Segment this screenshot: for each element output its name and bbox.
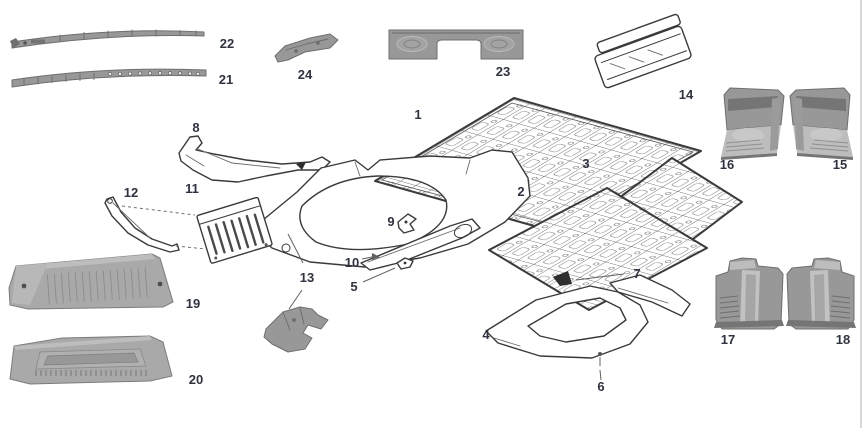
part-13-bracket-drawing <box>263 306 329 353</box>
part-label-1: 1 <box>414 107 421 122</box>
dashed-line-12-to-11-top <box>121 205 196 216</box>
part-18-wheel-pan-drawing <box>785 257 857 330</box>
leader-lines <box>287 233 625 310</box>
part-16-toe-board-drawing <box>720 87 785 161</box>
part-6-bolt-drawing <box>598 352 602 381</box>
part-label-17: 17 <box>721 332 735 347</box>
part-label-24: 24 <box>298 67 313 82</box>
part-19-panel-drawing <box>8 253 174 310</box>
part-label-2: 2 <box>517 184 524 199</box>
part-label-10: 10 <box>345 255 359 270</box>
part-label-8: 8 <box>192 120 199 135</box>
part-5-clip-drawing <box>396 257 414 270</box>
part-11-valance-drawing <box>196 196 273 264</box>
part-label-7: 7 <box>633 266 640 281</box>
part-17-wheel-pan-drawing <box>713 257 785 330</box>
part-label-21: 21 <box>219 72 233 87</box>
part-10-rail-drawing <box>360 218 481 271</box>
dashed-line-12-to-11-bottom <box>175 245 207 250</box>
part-label-23: 23 <box>496 64 510 79</box>
part-label-15: 15 <box>833 157 847 172</box>
part-15-toe-board-drawing <box>789 87 854 161</box>
part-8-bracket-drawing <box>178 135 331 183</box>
part-label-12: 12 <box>124 185 138 200</box>
part-4-floor-frame-drawing <box>485 274 691 359</box>
part-7-wedge-drawing <box>553 271 572 286</box>
part-24-bracket-drawing <box>274 33 339 63</box>
part-label-16: 16 <box>720 157 734 172</box>
part-12-strip-drawing <box>104 196 180 253</box>
part-label-4: 4 <box>482 327 490 342</box>
part-label-9: 9 <box>387 214 394 229</box>
part-label-5: 5 <box>350 279 357 294</box>
part-9-bracket-drawing <box>397 213 417 234</box>
part-label-19: 19 <box>186 296 200 311</box>
part-23-panel-drawing <box>388 29 524 60</box>
part-label-11: 11 <box>185 181 199 196</box>
part-label-13: 13 <box>300 270 314 285</box>
part-22-rail-drawing <box>10 29 205 49</box>
part-label-3: 3 <box>582 156 589 171</box>
part-label-18: 18 <box>836 332 850 347</box>
part-label-20: 20 <box>189 372 203 387</box>
part-label-14: 14 <box>679 87 694 102</box>
part-label-6: 6 <box>597 379 604 394</box>
part-21-rail-drawing <box>11 68 207 88</box>
part-20-panel-drawing <box>9 335 173 385</box>
part-2-floor-pan-drawing <box>488 187 708 311</box>
part-label-22: 22 <box>220 36 234 51</box>
part-14-panel-drawing <box>594 13 692 89</box>
